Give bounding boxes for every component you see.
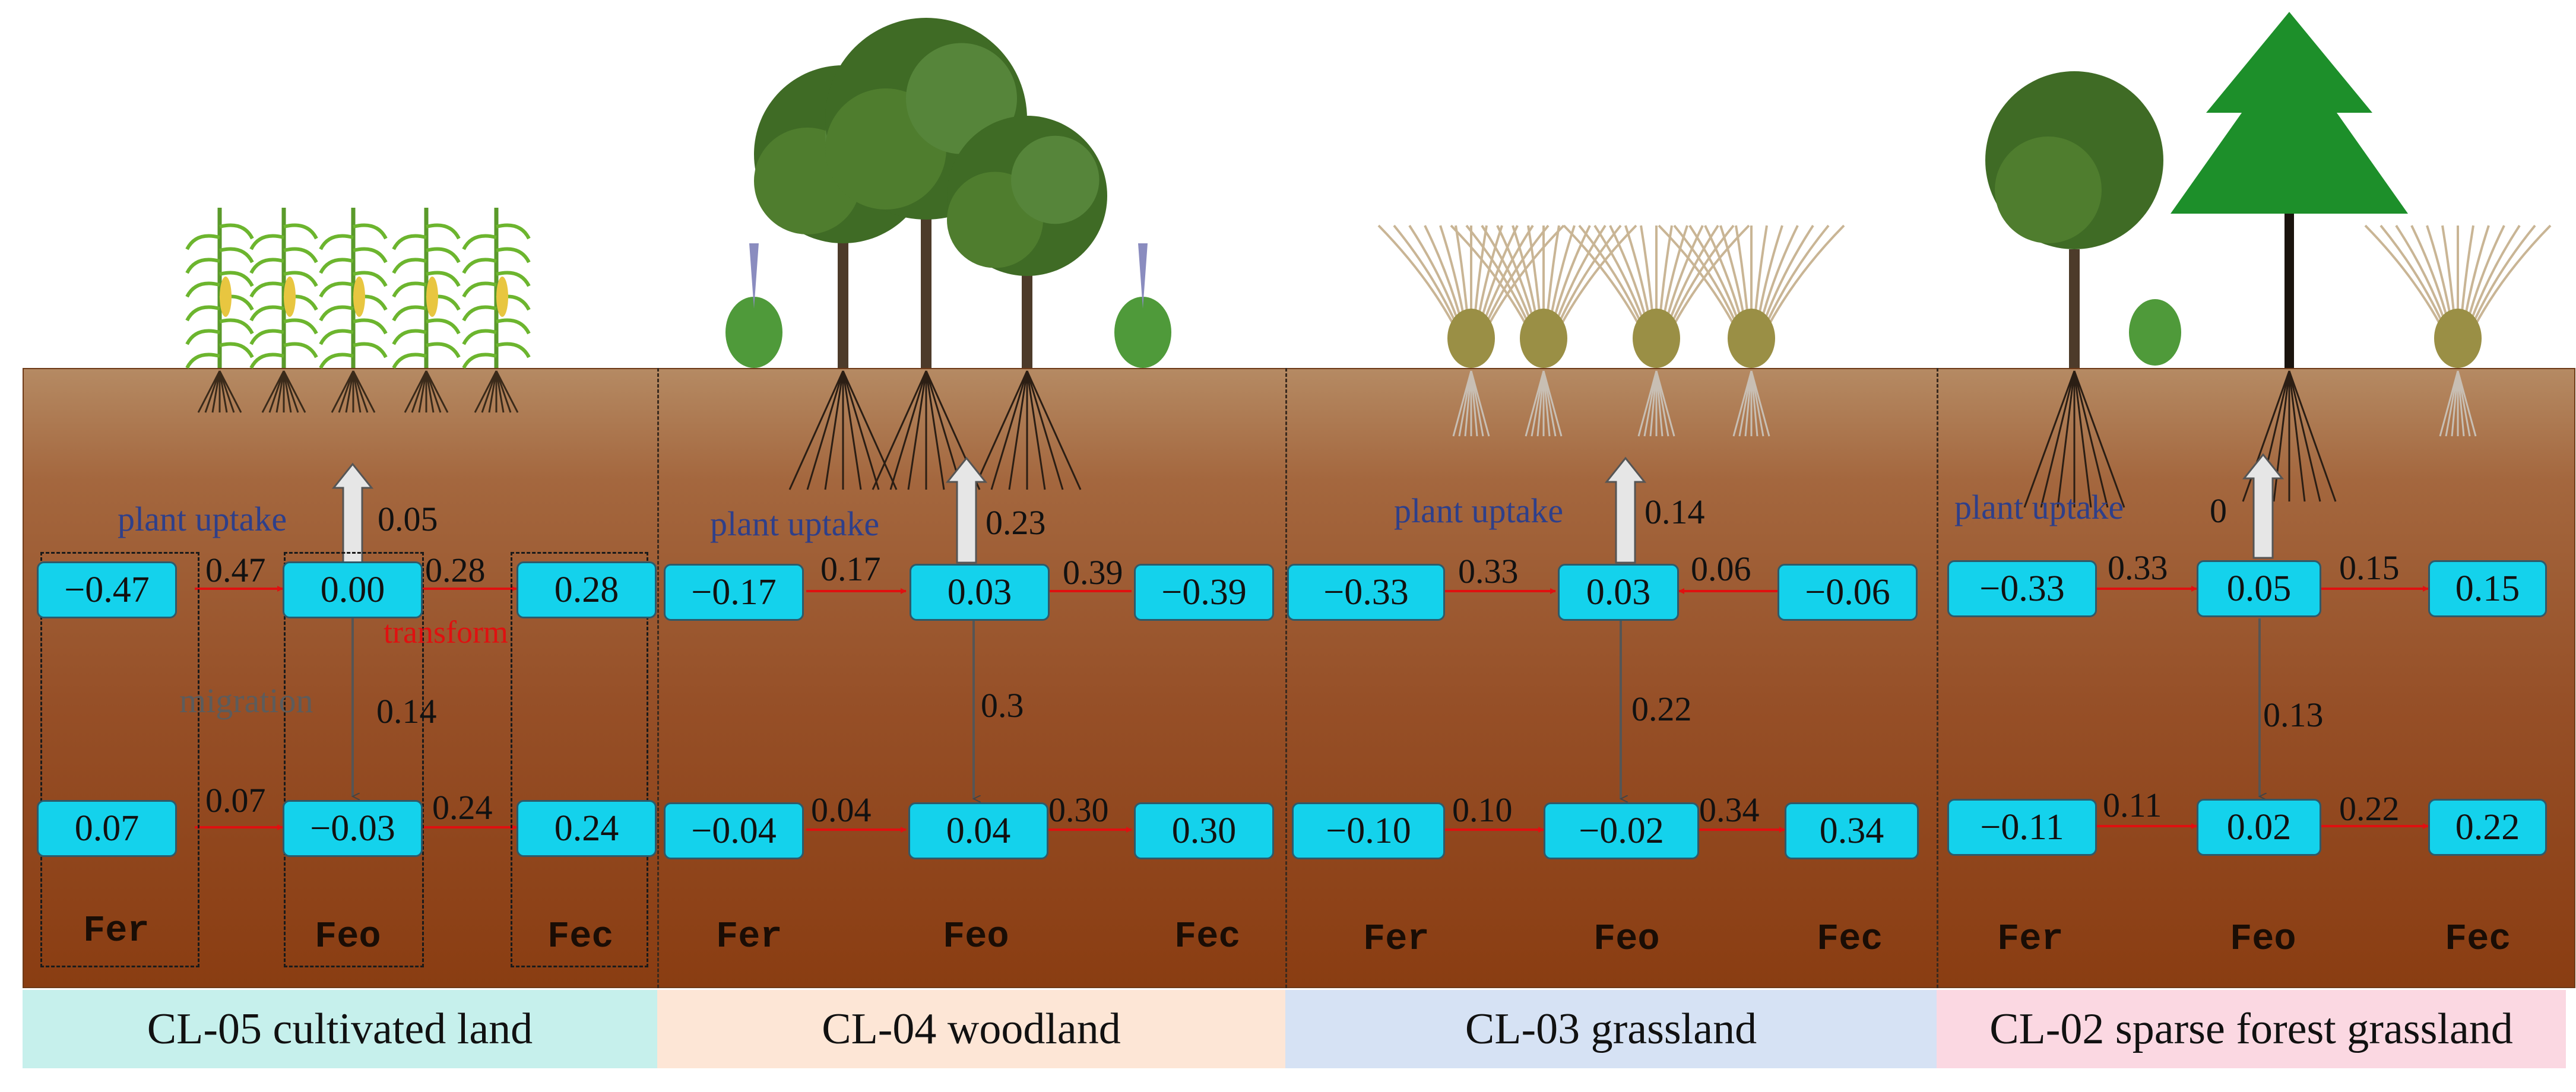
flow-value: 0.15 [2339,548,2400,587]
migration-label: migration [179,681,313,720]
uptake-arrow [945,456,988,564]
uptake-value: 0.05 [378,500,438,538]
panel-caption-sparse-forest-grassland: CL-02 sparse forest grassland [1937,990,2566,1068]
node-upper-fec: −0.06 [1777,564,1918,621]
flow-value: 0.10 [1452,791,1513,829]
column-label-fer: Fer [1363,918,1430,960]
node-lower-fer: −0.10 [1292,802,1445,859]
uptake-arrow [1604,456,1647,564]
migration-value: 0.14 [376,692,437,731]
node-lower-fer: −0.11 [1947,799,2097,856]
flow-value: 0.07 [205,781,266,820]
column-label-feo: Feo [315,916,381,958]
flow-value: 0.34 [1699,791,1760,829]
flow-value: 0.22 [2339,789,2400,828]
fer-dashed-box [40,552,199,967]
maize-plants-icon [185,208,531,413]
trees-and-grass-icon [1985,12,2552,508]
node-lower-fec: 0.24 [517,800,657,857]
node-lower-feo: 0.04 [908,802,1048,859]
plant-uptake-label: plant uptake [710,504,880,543]
flow-value: 0.47 [205,551,266,589]
node-upper-feo: 0.03 [1558,564,1679,621]
flow-value: 0.30 [1048,791,1109,829]
column-label-feo: Feo [943,916,1009,958]
plant-uptake-label: plant uptake [1954,488,2124,526]
node-upper-fec: 0.28 [517,561,657,618]
feo-dashed-box [284,552,424,967]
panel-divider [1285,368,1287,988]
soil-background [23,368,2575,988]
column-label-fec: Fec [1174,916,1241,958]
panel-caption-grassland: CL-03 grassland [1285,990,1937,1068]
fec-dashed-box [511,552,648,967]
migration-value: 0.13 [2263,696,2324,734]
grass-tufts-icon [1377,224,1845,437]
flow-value: 0.39 [1063,553,1123,592]
flow-value: 0.28 [425,551,486,589]
flow-value: 0.24 [432,788,493,827]
node-upper-fec: −0.39 [1134,564,1274,621]
column-label-fer: Fer [1997,918,2064,960]
node-upper-fer: −0.33 [1287,564,1445,621]
uptake-value: 0.14 [1645,493,1705,531]
uptake-value: 0 [2210,491,2227,530]
flow-value: 0.06 [1691,550,1751,588]
node-upper-fer: −0.33 [1947,560,2097,617]
broadleaf-trees-icon [725,18,1171,490]
panel-caption-cultivated-land: CL-05 cultivated land [23,990,657,1068]
panel-divider [657,368,659,988]
node-upper-fec: 0.15 [2428,560,2547,617]
node-upper-feo: 0.05 [2197,560,2321,617]
node-upper-fer: −0.47 [37,561,177,618]
column-label-feo: Feo [2230,918,2296,960]
node-upper-feo: 0.03 [910,564,1050,621]
node-upper-fer: −0.17 [664,564,804,621]
column-label-fec: Fec [1817,918,1883,960]
flow-value: 0.17 [820,550,881,588]
flow-value: 0.33 [2108,548,2168,587]
column-label-fec: Fec [2445,918,2511,960]
flow-value: 0.11 [2103,786,2162,824]
node-lower-feo: −0.03 [283,800,423,857]
uptake-value: 0.23 [986,503,1046,542]
node-lower-fer: 0.07 [37,800,177,857]
node-upper-feo: 0.00 [283,561,423,618]
plant-uptake-label: plant uptake [118,500,287,538]
plant-uptake-label: plant uptake [1394,491,1564,530]
flow-value: 0.33 [1458,552,1519,591]
panel-divider [1937,368,1938,988]
column-label-feo: Feo [1593,918,1660,960]
node-lower-fec: 0.22 [2428,799,2547,856]
column-label-fec: Fec [547,916,614,958]
column-label-fer: Fer [716,916,782,958]
uptake-arrow [2242,453,2285,559]
transform-label: transform [384,614,508,650]
migration-value: 0.22 [1631,690,1692,728]
node-lower-fec: 0.34 [1785,802,1919,859]
node-lower-fec: 0.30 [1134,802,1274,859]
flow-value: 0.04 [811,791,872,829]
node-lower-feo: −0.02 [1544,802,1699,859]
node-lower-fer: −0.04 [664,802,804,859]
node-lower-feo: 0.02 [2197,799,2321,856]
uptake-arrow [331,462,374,564]
column-label-fer: Fer [83,910,150,952]
panel-caption-woodland: CL-04 woodland [657,990,1285,1068]
migration-value: 0.3 [981,686,1024,725]
